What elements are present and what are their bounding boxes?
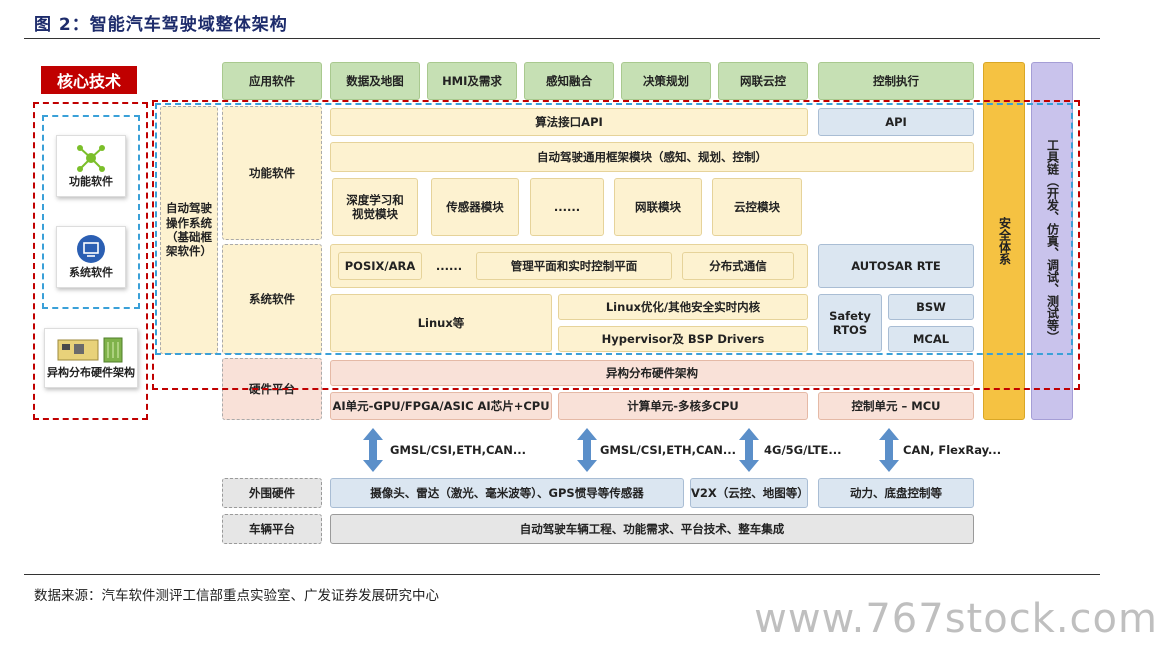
link-label-1: GMSL/CSI,ETH,CAN... [390,443,527,457]
peripheral-v2x: V2X（云控、地图等） [690,478,809,508]
toolchain-column: 工具链（开发、仿真、调试、测试等） [1031,62,1073,420]
card-function-software: 功能软件 [56,135,126,197]
core-scope-frame [152,100,1080,390]
top-rule [24,38,1100,39]
bsw: BSW [888,294,974,320]
framework-module: 自动驾驶通用框架模块（感知、规划、控制） [330,142,974,172]
card-system-software: 系统软件 [56,226,126,288]
app-item-v2x-cloud: 网联云控 [718,62,808,100]
layer-app-software: 应用软件 [222,62,322,100]
peripheral-power-chassis: 动力、底盘控制等 [818,478,974,508]
card-function-label: 功能软件 [69,175,113,188]
circuit-board-icon [57,337,123,363]
api: API [818,108,974,136]
network-icon [77,145,105,172]
core-software-frame [42,115,140,309]
source-note: 数据来源：汽车软件测评工信部重点实验室、广发证券发展研究中心 [34,588,439,604]
app-item-decision-planning: 决策规划 [621,62,711,100]
core-tech-frame [33,102,148,420]
module-sensor: 传感器模块 [431,178,519,236]
app-item-perception-fusion: 感知融合 [524,62,614,100]
hypervisor-bsp: Hypervisor及 BSP Drivers [558,326,808,352]
safety-system-column: 安全体系 [983,62,1025,420]
app-item-data-map: 数据及地图 [330,62,420,100]
layer-vehicle-platform: 车辆平台 [222,514,322,544]
linux-optimized: Linux优化/其他安全实时内核 [558,294,808,320]
vehicle-platform-bar: 自动驾驶车辆工程、功能需求、平台技术、整车集成 [330,514,974,544]
heterogeneous-hw-arch: 异构分布硬件架构 [330,360,974,386]
module-ellipsis: ...... [530,178,604,236]
sys-ellipsis: ...... [435,258,463,273]
layer-function-software: 功能软件 [222,106,322,240]
card-system-label: 系统软件 [69,266,113,279]
module-deep-learning: 深度学习和视觉模块 [332,178,418,236]
autonomous-os-label: 自动驾驶操作系统（基础框架软件） [160,106,218,354]
module-cloud-control: 云控模块 [712,178,802,236]
bidirectional-arrow-icon [739,428,759,472]
peripheral-sensors: 摄像头、雷达（激光、毫米波等）、GPS惯导等传感器 [330,478,684,508]
compute-unit: 计算单元-多核多CPU [558,392,808,420]
autosar-rte: AUTOSAR RTE [818,244,974,288]
figure-title: 图 2：智能汽车驾驶域整体架构 [34,15,288,35]
safety-system-label: 安全体系 [997,217,1012,265]
control-unit-mcu: 控制单元 – MCU [818,392,974,420]
distributed-comm: 分布式通信 [682,252,794,280]
module-network: 网联模块 [614,178,702,236]
card-hardware-label: 异构分布硬件架构 [47,366,135,379]
toolchain-label: 工具链（开发、仿真、调试、测试等） [1045,139,1060,343]
linux: Linux等 [330,294,552,352]
app-item-control-exec: 控制执行 [818,62,974,100]
os-scope-frame [155,103,1073,355]
core-tech-label: 核心技术 [41,66,137,94]
mgmt-plane: 管理平面和实时控制平面 [476,252,672,280]
safety-rtos: Safety RTOS [818,294,882,352]
bottom-rule [24,574,1100,575]
watermark: www.767stock.com [754,596,1158,642]
layer-peripheral-hardware: 外围硬件 [222,478,322,508]
link-label-4: CAN, FlexRay... [903,443,1002,457]
posix-ara: POSIX/ARA [338,252,422,280]
link-label-2: GMSL/CSI,ETH,CAN... [600,443,737,457]
mcal: MCAL [888,326,974,352]
link-label-3: 4G/5G/LTE... [764,443,842,457]
app-item-hmi: HMI及需求 [427,62,517,100]
layer-system-software: 系统软件 [222,244,322,354]
card-hardware-arch: 异构分布硬件架构 [44,328,138,388]
bidirectional-arrow-icon [879,428,899,472]
bidirectional-arrow-icon [363,428,383,472]
ai-unit: AI单元-GPU/FPGA/ASIC AI芯片+CPU [330,392,552,420]
system-icon [77,235,105,263]
bidirectional-arrow-icon [577,428,597,472]
algo-api: 算法接口API [330,108,808,136]
